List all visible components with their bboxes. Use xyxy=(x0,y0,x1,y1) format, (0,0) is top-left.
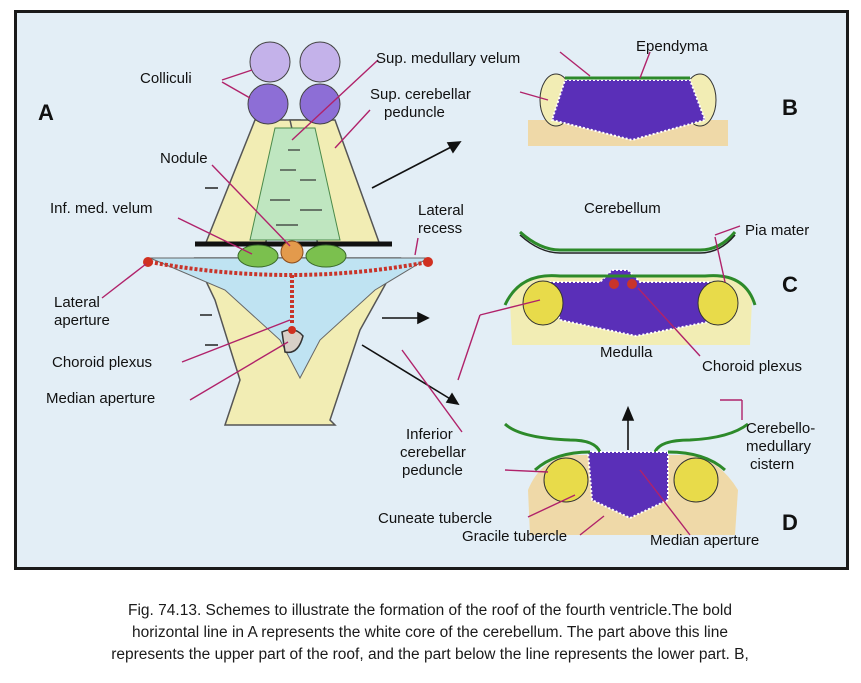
label-lateral-aperture-1: Lateral xyxy=(54,294,100,312)
colliculus-bottom-right xyxy=(300,84,340,124)
label-sup-medullary-velum: Sup. medullary velum xyxy=(376,50,520,68)
label-colliculi: Colliculi xyxy=(140,70,192,88)
d-right-peduncle xyxy=(674,458,718,502)
label-cistern: cistern xyxy=(750,456,794,474)
caption-line-2: horizontal line in A represents the whit… xyxy=(24,622,836,644)
label-inf-med-velum: Inf. med. velum xyxy=(50,200,153,218)
label-median-aperture-d: Median aperture xyxy=(650,532,759,550)
label-choroid-plexus-c: Choroid plexus xyxy=(702,358,802,376)
c-right-peduncle xyxy=(698,281,738,325)
c-choroid-left xyxy=(609,279,619,289)
nodule-shape xyxy=(281,241,303,263)
label-median-aperture-a: Median aperture xyxy=(46,390,155,408)
caption-line-1: Fig. 74.13. Schemes to illustrate the fo… xyxy=(24,600,836,622)
colliculus-top-right xyxy=(300,42,340,82)
diagram-b xyxy=(528,74,728,146)
right-flocculus xyxy=(306,245,346,267)
panel-letter-c: C xyxy=(782,272,798,298)
panel-letter-a: A xyxy=(38,100,54,126)
label-peduncle: peduncle xyxy=(384,104,445,122)
label-cuneate-tubercle: Cuneate tubercle xyxy=(378,510,492,528)
label-medulla: Medulla xyxy=(600,344,653,362)
d-left-pia-top xyxy=(505,424,600,452)
label-inferior: Inferior xyxy=(406,426,453,444)
c-cerebellum-pia xyxy=(520,232,735,250)
label-peduncle-inf: peduncle xyxy=(402,462,463,480)
c-choroid-right xyxy=(627,279,637,289)
label-sup-cerebellar: Sup. cerebellar xyxy=(370,86,471,104)
label-pia-mater: Pia mater xyxy=(745,222,809,240)
left-flocculus xyxy=(238,245,278,267)
median-choroid-dot xyxy=(288,326,296,334)
caption-line-3: represents the upper part of the roof, a… xyxy=(24,644,836,666)
label-ependyma: Ependyma xyxy=(636,38,708,56)
d-left-peduncle xyxy=(544,458,588,502)
label-medullary: medullary xyxy=(746,438,811,456)
label-lateral-recess-2: recess xyxy=(418,220,462,238)
d-right-pia-top xyxy=(655,424,748,452)
diagram-d xyxy=(505,424,748,535)
label-choroid-plexus-a: Choroid plexus xyxy=(52,354,152,372)
label-nodule: Nodule xyxy=(160,150,208,168)
right-lateral-aperture-dot xyxy=(423,257,433,267)
panel-letter-b: B xyxy=(782,95,798,121)
label-cerebellum: Cerebellum xyxy=(584,200,661,218)
panel-letter-d: D xyxy=(782,510,798,536)
label-lateral-aperture-2: aperture xyxy=(54,312,110,330)
figure-caption: Fig. 74.13. Schemes to illustrate the fo… xyxy=(24,600,836,666)
label-cerebellar: cerebellar xyxy=(400,444,466,462)
label-lateral-recess-1: Lateral xyxy=(418,202,464,220)
label-cerebello: Cerebello- xyxy=(746,420,815,438)
label-gracile-tubercle: Gracile tubercle xyxy=(462,528,567,546)
colliculus-top-left xyxy=(250,42,290,82)
colliculus-bottom-left xyxy=(248,84,288,124)
